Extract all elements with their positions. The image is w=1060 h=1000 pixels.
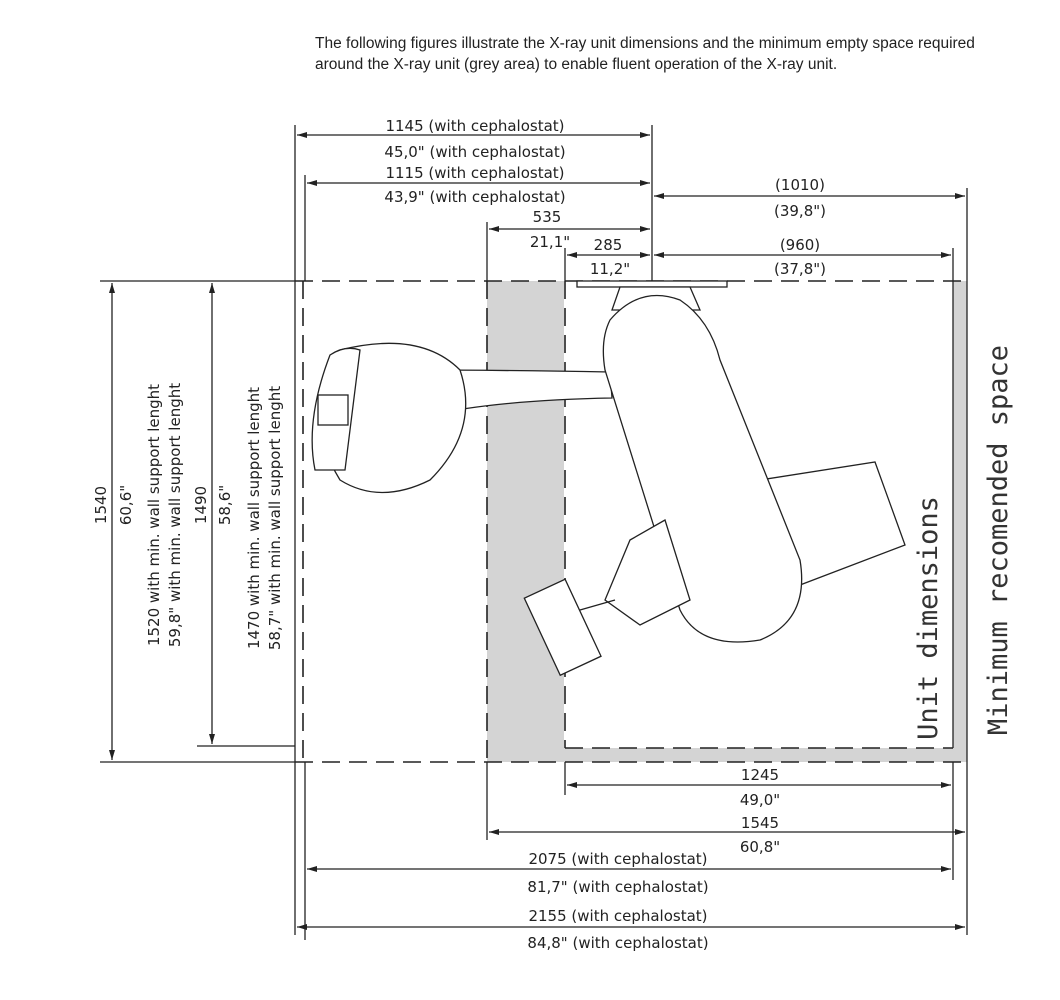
dim-1115-in: 43,9" (with cephalostat) [384,188,565,206]
dim-1520-in: 59,8" with min. wall support lenght [166,383,184,647]
unit-dimensions-label: Unit dimensions [913,496,944,740]
dim-285: 285 [594,236,623,254]
dim-2155-in: 84,8" (with cephalostat) [527,934,708,952]
dim-2155: 2155 (with cephalostat) [528,907,707,925]
bottom-dimension-labels: 1245 49,0" 1545 60,8" 2075 (with cephalo… [527,766,780,952]
xray-unit-drawing [311,280,906,677]
dim-1470-in: 58,7" with min. wall support lenght [266,386,284,650]
dim-1520: 1520 with min. wall support lenght [145,384,163,646]
dim-960-in: (37,8") [774,260,826,278]
grey-clearance-area [487,281,967,762]
dim-535: 535 [533,208,562,226]
intro-text: The following figures illustrate the X-r… [315,35,975,73]
area-legends: Unit dimensions Minimum recomended space [913,345,1014,740]
dim-1540: 1540 [92,486,110,524]
extension-lines [100,125,968,940]
dim-960: (960) [780,236,820,254]
dimension-lines [109,132,965,930]
top-dimension-labels: 1145 (with cephalostat) 45,0" (with ceph… [384,117,826,278]
dim-1245-in: 49,0" [740,791,780,809]
dim-1545-in: 60,8" [740,838,780,856]
dim-1010: (1010) [775,176,825,194]
dim-1490-in: 58,6" [216,485,234,525]
dim-1145-in: 45,0" (with cephalostat) [384,143,565,161]
left-dimension-labels: 1540 60,6" 1520 with min. wall support l… [92,383,284,650]
dim-2075-in: 81,7" (with cephalostat) [527,878,708,896]
dim-1245: 1245 [741,766,779,784]
dim-285-in: 11,2" [590,260,630,278]
dim-1115: 1115 (with cephalostat) [385,164,564,182]
minimum-space-label: Minimum recomended space [983,345,1014,735]
dim-1470: 1470 with min. wall support lenght [245,387,263,649]
dim-1490: 1490 [192,486,210,524]
dim-2075: 2075 (with cephalostat) [528,850,707,868]
dim-1010-in: (39,8") [774,202,826,220]
dim-535-in: 21,1" [530,233,570,251]
dim-1545: 1545 [741,814,779,832]
dim-1540-in: 60,6" [117,485,135,525]
dim-1145: 1145 (with cephalostat) [385,117,564,135]
